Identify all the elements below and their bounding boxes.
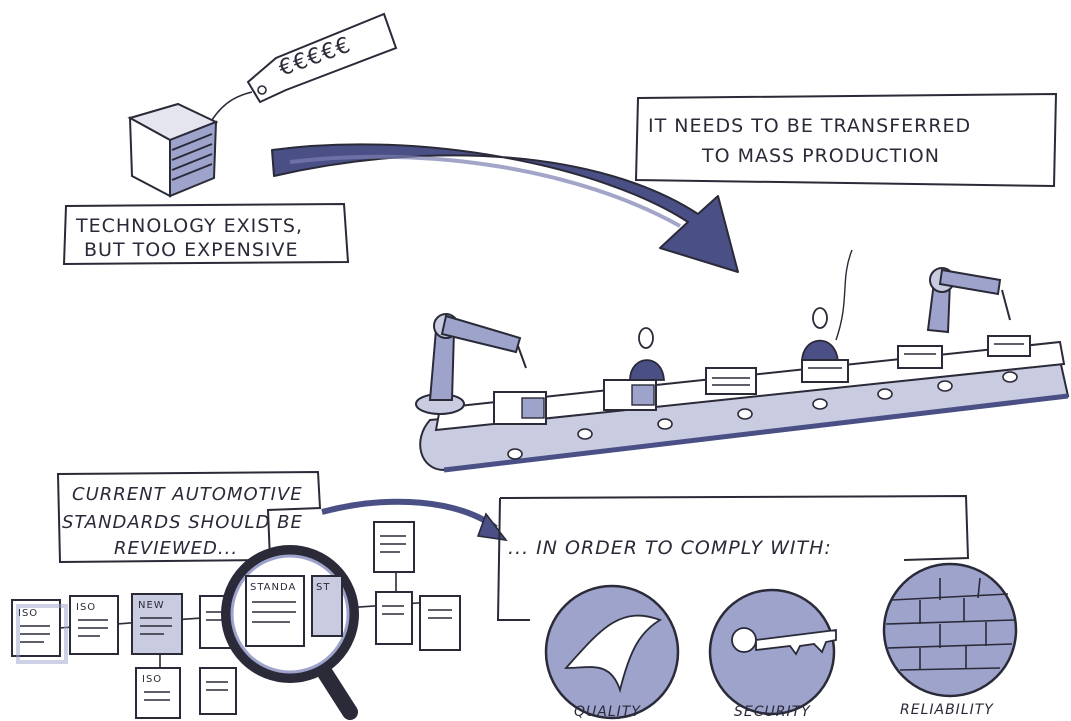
document-iso-2-icon: ISO (69, 595, 119, 655)
technology-cube-icon (127, 102, 219, 198)
document-plain-4-icon (375, 591, 413, 645)
document-plain-1-icon (199, 667, 237, 715)
document-iso-2-label: ISO (76, 602, 96, 613)
belt-box-3-icon (705, 367, 757, 395)
belt-box-2-icon (603, 379, 657, 411)
mass-production-box: IT NEEDS TO BE TRANSFERRED TO MASS PRODU… (634, 92, 1058, 188)
reliability-label: RELIABILITY (900, 702, 994, 718)
robot-arm-right-icon (926, 267, 1011, 334)
mass-production-line-2: TO MASS PRODUCTION (701, 145, 940, 167)
document-iso-3-icon: ISO (135, 667, 181, 719)
brick-wall-icon (885, 577, 1015, 671)
price-tag-string (211, 91, 253, 121)
document-network: ISO ISO NEW ISO (11, 521, 461, 719)
document-plain-5-icon (419, 595, 461, 651)
quality-label: QUALITY (574, 704, 641, 720)
document-new-icon: NEW (131, 593, 183, 655)
transfer-arrow-icon (271, 143, 739, 273)
mass-production-line-1: IT NEEDS TO BE TRANSFERRED (648, 115, 971, 137)
quality-pillar: QUALITY (544, 584, 680, 720)
document-plain-3-icon (373, 521, 415, 573)
magnified-st-label: ST (316, 582, 330, 593)
magnified-standard-label: STANDA (250, 582, 296, 593)
reliability-pillar: RELIABILITY (882, 562, 1018, 718)
security-pillar: SECURITY (708, 588, 837, 720)
standards-line-2: STANDARDS SHOULD BE (62, 512, 303, 533)
comply-text: ... IN ORDER TO COMPLY WITH: (508, 537, 832, 559)
document-new-label: NEW (138, 600, 165, 611)
standards-box: CURRENT AUTOMOTIVE STANDARDS SHOULD BE R… (56, 470, 322, 564)
magnifying-glass-icon: STANDA ST (221, 545, 359, 720)
standards-line-3: REVIEWED... (114, 538, 238, 559)
belt-box-6-icon (987, 335, 1031, 357)
robot-arm-left-icon (415, 313, 527, 415)
price-tag-icon: €€€€€ (246, 12, 398, 104)
standards-line-1: CURRENT AUTOMOTIVE (72, 484, 303, 505)
belt-box-1-icon (493, 391, 547, 425)
technology-box: TECHNOLOGY EXISTS, BUT TOO EXPENSIVE (62, 202, 350, 266)
belt-box-4-icon (801, 359, 849, 383)
technology-line-1: TECHNOLOGY EXISTS, (75, 215, 303, 237)
worker-1-icon (629, 327, 665, 381)
belt-box-5-icon (897, 345, 943, 369)
security-label: SECURITY (734, 704, 811, 720)
document-iso-1-icon: ISO (11, 599, 68, 664)
key-icon (731, 627, 837, 656)
worker-2-icon (801, 249, 853, 363)
document-iso-3-label: ISO (142, 674, 162, 685)
document-iso-1-label: ISO (18, 608, 38, 619)
comply-box: ... IN ORDER TO COMPLY WITH: (496, 494, 970, 621)
technology-line-2: BUT TOO EXPENSIVE (84, 239, 299, 261)
